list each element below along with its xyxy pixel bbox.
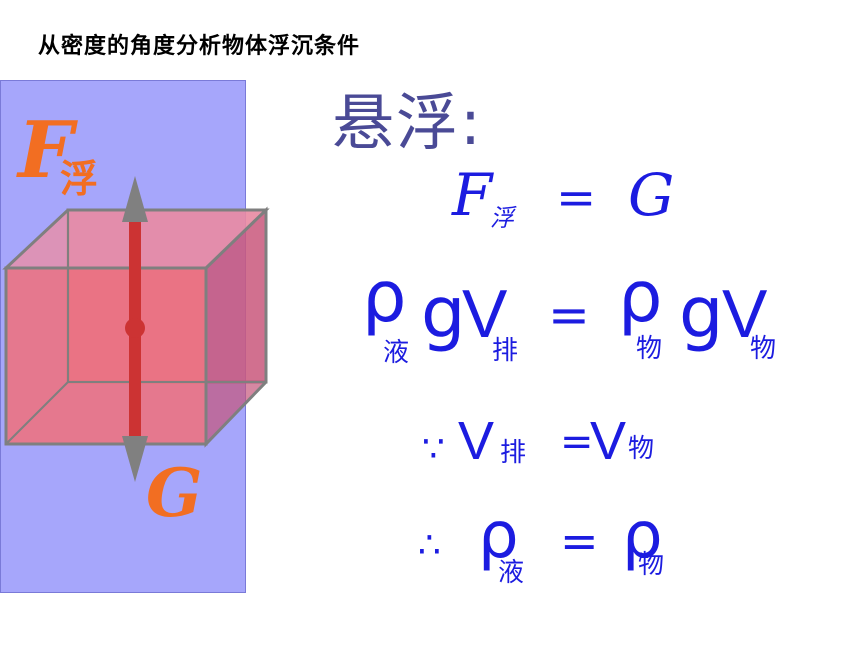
gravity-force-arrow <box>122 436 148 482</box>
eq2-v2: V <box>722 276 768 352</box>
eq1-rhs: G <box>628 161 675 229</box>
eq2-rho1: ρ <box>362 256 407 338</box>
eq2-rho2-sub: 物 <box>636 334 663 364</box>
eq3-v1-sub: 排 <box>500 438 527 468</box>
slide-title: 从密度的角度分析物体浮沉条件 <box>38 34 361 59</box>
eq3-v1: V <box>458 411 495 471</box>
eq2-g1: g <box>421 272 466 354</box>
therefore-symbol: ∴ <box>418 525 441 566</box>
eq2-rho2: ρ <box>618 256 663 338</box>
suspension-heading: 悬浮: <box>332 86 483 159</box>
center-of-mass-dot <box>125 318 145 338</box>
eq2-v2-sub: 物 <box>750 334 777 364</box>
eq2-rho1-sub: 液 <box>383 338 410 368</box>
eq2-g2: g <box>679 272 724 354</box>
eq4-rho1-sub: 液 <box>498 558 525 588</box>
because-symbol: ∵ <box>422 429 445 470</box>
eq3-op: = <box>560 419 594 465</box>
eq2-v1: V <box>462 276 508 352</box>
gravity-label: G <box>146 454 203 532</box>
eq4-rho2: ρ <box>622 499 663 573</box>
buoyant-force-label: F <box>18 105 74 196</box>
eq3-v2-sub: 物 <box>628 434 655 464</box>
eq1-op: = <box>556 170 597 226</box>
eq4-op: = <box>560 514 599 568</box>
buoyant-force-subscript: 浮 <box>60 157 99 201</box>
cube-diagram <box>2 176 270 482</box>
eq4-rho2-sub: 物 <box>638 550 665 580</box>
eq2-v1-sub: 排 <box>492 336 519 366</box>
cube-front-face <box>4 266 208 446</box>
eq3-v2: V <box>590 411 627 471</box>
eq1-lhs-sub: 浮 <box>490 204 514 232</box>
eq1-lhs: F <box>452 161 493 229</box>
buoyant-force-arrow <box>122 176 148 222</box>
eq2-op: = <box>548 286 590 344</box>
eq4-rho1: ρ <box>478 499 519 573</box>
